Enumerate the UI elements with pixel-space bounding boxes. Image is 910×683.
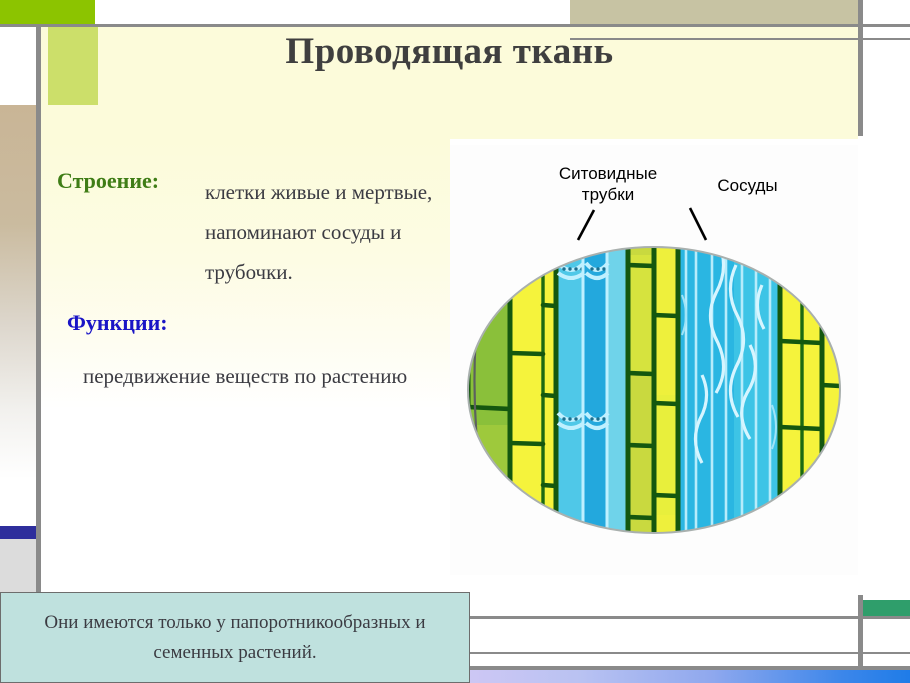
right-vertical-rule-bottom bbox=[858, 595, 863, 683]
footnote-box: Они имеются только у папоротникообразных… bbox=[0, 592, 470, 683]
left-vertical-rule bbox=[36, 24, 41, 595]
footer-rule-middle bbox=[470, 652, 910, 654]
micrograph-figure bbox=[467, 207, 841, 534]
sieve-tubes-label: Ситовидные трубки bbox=[558, 164, 658, 204]
left-blue-accent-bar bbox=[0, 526, 36, 539]
footer-rule-lower bbox=[470, 666, 910, 670]
right-vertical-rule-top bbox=[858, 0, 863, 136]
green-accent-block bbox=[0, 0, 95, 24]
footer-rule-upper bbox=[470, 616, 910, 619]
footnote-text: Они имеются только у папоротникообразных… bbox=[44, 611, 426, 663]
light-green-accent-block bbox=[48, 27, 98, 105]
left-gray-block bbox=[0, 539, 36, 595]
left-gradient-strip bbox=[0, 105, 36, 530]
teal-accent-block bbox=[863, 600, 910, 617]
structure-heading: Строение: bbox=[57, 168, 160, 193]
bottom-gradient-bar bbox=[470, 670, 910, 683]
functions-heading: Функции: bbox=[67, 310, 168, 335]
title-band-background bbox=[41, 27, 858, 139]
top-horizontal-rule bbox=[0, 24, 910, 27]
khaki-accent-block bbox=[570, 0, 858, 24]
content-panel-background bbox=[41, 139, 450, 409]
vessels-label: Сосуды bbox=[717, 176, 778, 195]
functions-body-text: передвижение веществ по растению bbox=[83, 364, 408, 388]
page-title: Проводящая ткань bbox=[285, 31, 614, 72]
title-horizontal-rule bbox=[570, 38, 910, 40]
structure-body-text: клетки живые и мертвые, напоминают сосуд… bbox=[205, 180, 433, 284]
